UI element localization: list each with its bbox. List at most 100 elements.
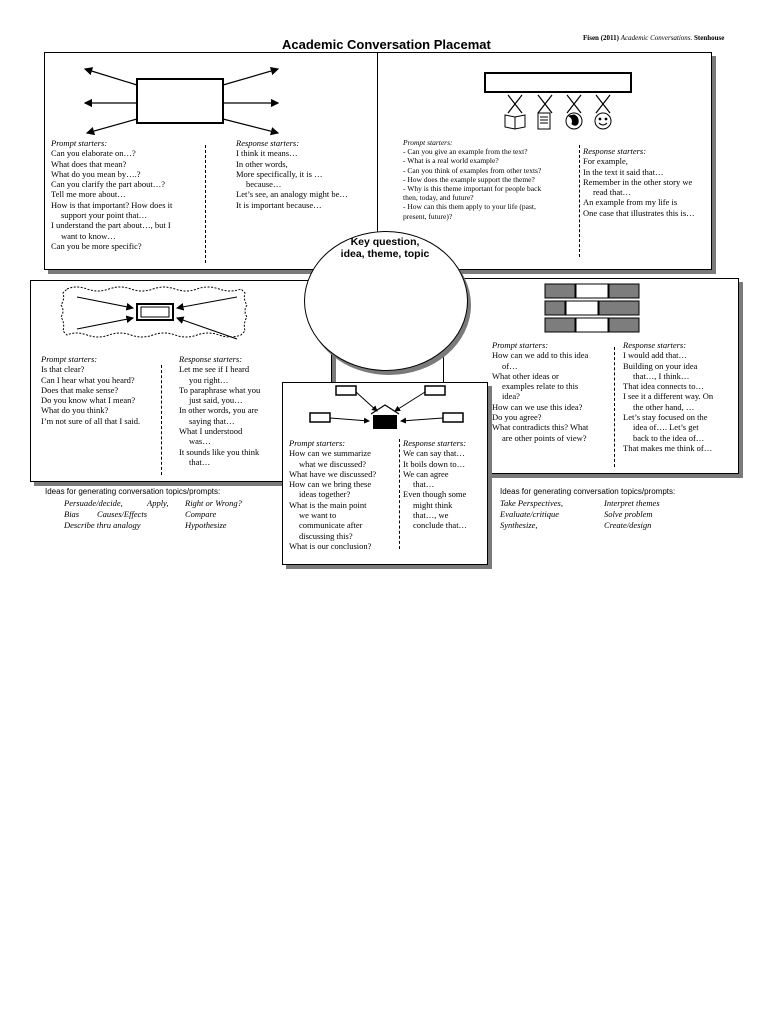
starter-line: What is our conclusion? [289,540,372,551]
starter-line: Tell me more about… [51,189,126,200]
starter-line: How can we bring these [289,479,372,490]
paraphrase-panel: Prompt starters: Is that clear?Can I hea… [30,280,332,482]
build-responses: Response starters: I would add that…Buil… [623,340,737,453]
starter-line: Building on your idea [623,360,698,371]
divider [579,145,580,257]
citation-work: Academic Conversations. [620,34,693,42]
starter-line: Can I hear what you heard? [41,374,135,385]
idea-item: Bias [64,509,80,519]
ideas-left: Ideas for generating conversation topics… [45,487,275,535]
starter-line: - How can this them apply to your life (… [403,202,536,212]
starter-line: It sounds like you think [179,446,260,457]
starter-line: For example, [583,156,628,167]
wavy-frame [60,286,248,338]
idea-item: Right or Wrong? [185,498,242,508]
starter-line: What do you think? [41,405,109,416]
build-prompts: Prompt starters: How can we add to this … [492,340,622,443]
starter-line: It is important because… [236,199,322,210]
starter-line: It boils down to… [403,458,466,469]
divider [614,347,615,467]
starter-line: An example from my life is [583,197,678,208]
starter-line: discussing this? [299,530,353,541]
prompt-list: Is that clear?Can I hear what you heard?… [41,364,176,426]
clarify-responses: Response starters: I think it means…In o… [236,138,376,210]
starter-line: Can you elaborate on…? [51,148,136,159]
starter-line: In other words, [236,158,288,169]
starter-line: How can we add to this idea [492,350,589,361]
support-responses: Response starters: For example,In the te… [583,146,709,218]
starter-line: support your point that… [61,210,148,221]
book-icon [504,114,526,130]
idea-item: Causes/Effects [97,509,148,519]
divider [399,439,400,549]
response-heading: Response starters: [583,146,647,156]
starter-line: What is the main point [289,499,367,510]
starter-line: that…, we [413,510,449,521]
prompt-heading: Prompt starters: [403,138,453,147]
prompt-heading: Prompt starters: [41,354,98,364]
starter-line: ideas together? [299,489,351,500]
starter-line: Even though some [403,489,467,500]
starter-line: In the text it said that… [583,166,664,177]
starter-line: conclude that… [413,520,468,531]
synthesize-diagram [309,385,464,429]
starter-line: Can you be more specific? [51,240,142,251]
starter-line: - Why is this theme important for people… [403,184,542,194]
divider [161,365,162,475]
key-question-line2: idea, theme, topic [340,248,430,260]
starter-line: What do you mean by….? [51,168,141,179]
paraphrase-center-box [136,303,174,321]
starter-line: - How does the example support the theme… [403,174,535,184]
starter-line: Is that clear? [41,364,85,375]
response-heading: Response starters: [623,340,687,350]
starter-line: because… [246,179,282,190]
starter-line: I see it a different way. On [623,391,714,402]
starter-line: the other hand, … [633,401,695,412]
starter-line: was… [189,436,211,447]
starter-line: That makes me think of… [623,442,713,453]
starter-line: What contradicts this? What [492,422,589,433]
starter-line: of… [502,360,518,371]
starter-line: - What is a real world example? [403,156,499,166]
clarify-center-box [136,78,224,124]
response-list: I think it means…In other words,More spe… [236,148,376,210]
brick-wall-icon [544,283,640,333]
starter-line: that…, I think… [633,370,690,381]
starter-line: you right… [189,374,229,385]
idea-item: Describe thru analogy [64,520,141,530]
starter-line: How can we use this idea? [492,401,583,412]
idea-item: Interpret themes [604,498,660,508]
idea-item: Take Perspectives, [500,498,563,508]
prompt-list: - Can you give an example from the text?… [403,147,581,221]
starter-line: Does that make sense? [41,384,119,395]
starter-line: One case that illustrates this is… [583,207,695,218]
starter-line: More specifically, it is … [236,168,323,179]
starter-line: communicate after [299,520,363,531]
starter-line: examples relate to this [502,381,579,392]
starter-line: We can agree [403,468,449,479]
starter-line: what we discussed? [299,458,367,469]
idea-item: Create/design [604,520,652,530]
response-list: We can say that…It boils down to…We can … [403,448,487,530]
idea-item: Hypothesize [185,520,227,530]
prompt-list: Can you elaborate on…?What does that mea… [51,148,201,251]
starter-line: then, today, and future? [403,193,474,203]
starter-line: might think [413,499,453,510]
starter-line: Let’s see, an analogy might be… [236,189,348,200]
starter-line: What I understood [179,426,243,437]
page-title: Academic Conversation Placemat [282,37,491,52]
response-list: For example,In the text it said that…Rem… [583,156,709,218]
starter-line: Let me see if I heard [179,364,250,375]
citation: Fisen (2011) Academic Conversations. Ste… [583,34,724,42]
starter-line: I think it means… [236,148,298,159]
prompt-heading: Prompt starters: [492,340,549,350]
starter-line: that… [189,456,211,467]
key-question-line1: Key question, [350,236,420,248]
divider [205,145,206,263]
citation-author: Fisen (2011) [583,34,619,42]
